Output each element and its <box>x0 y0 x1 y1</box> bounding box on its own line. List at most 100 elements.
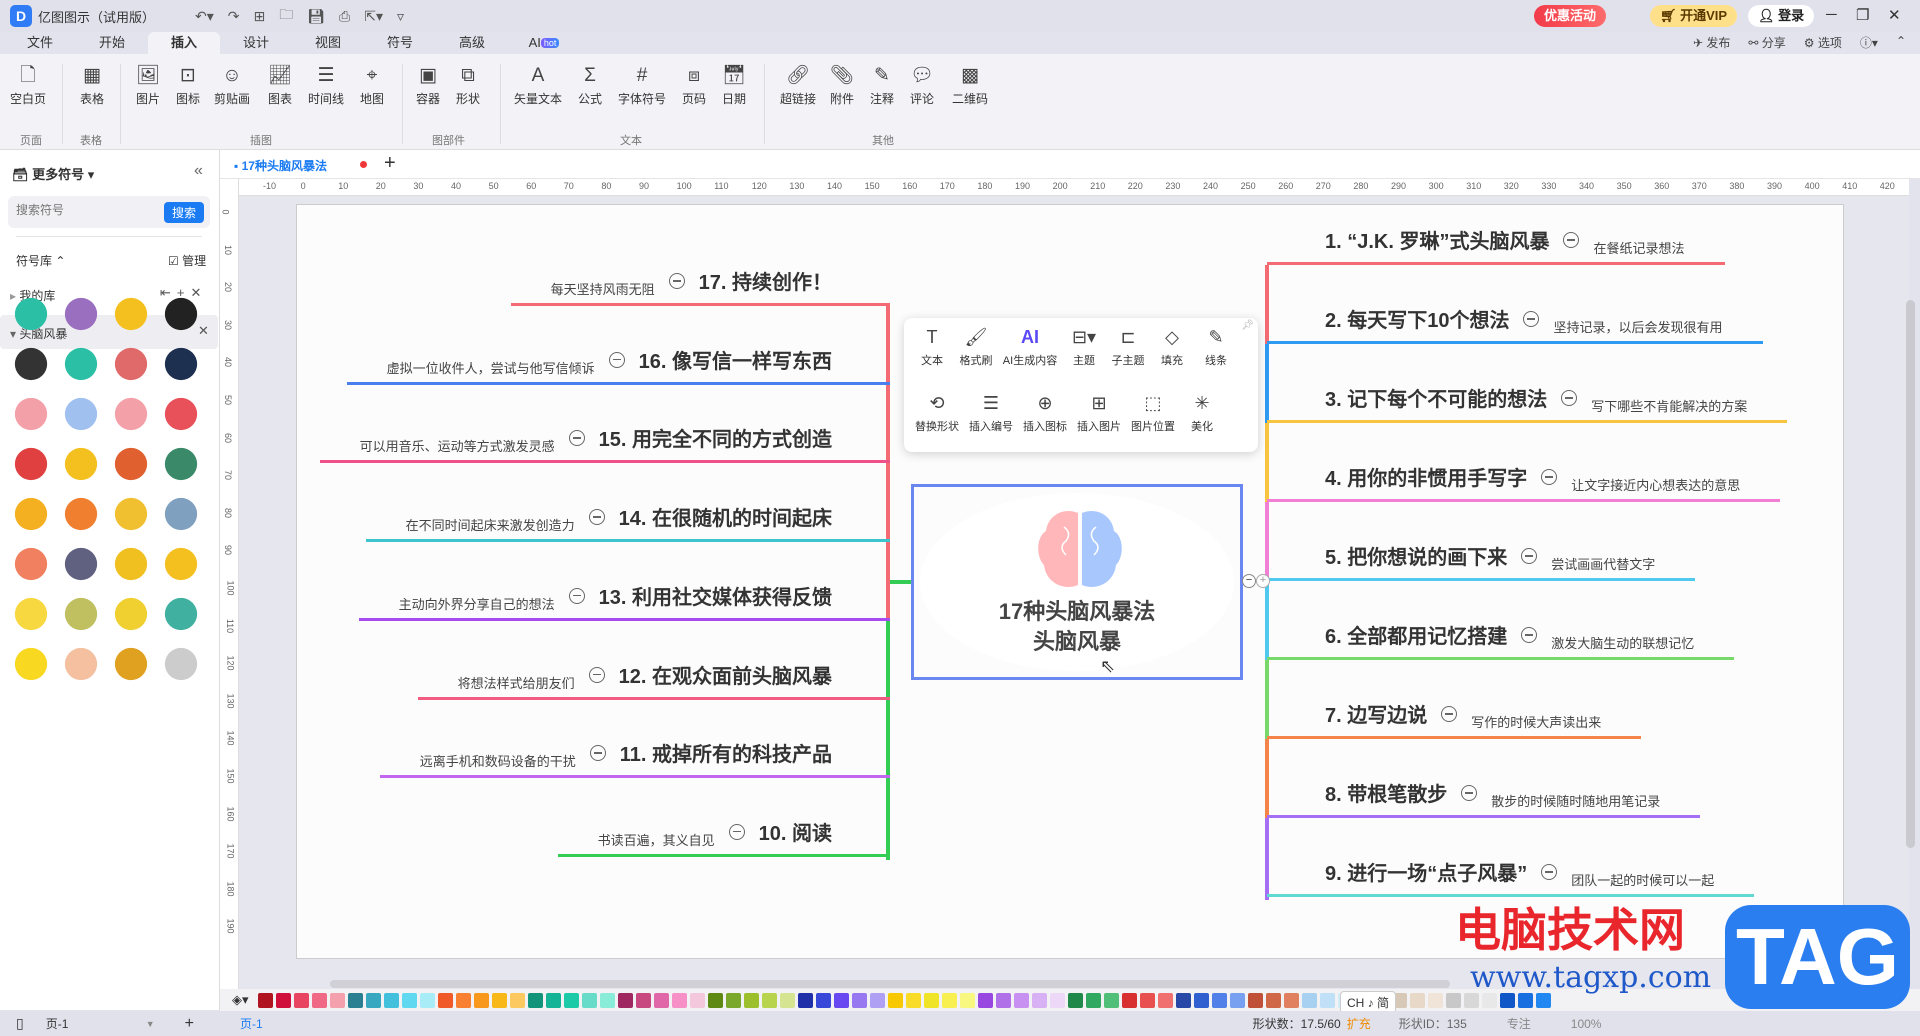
tab-file[interactable]: 文件 <box>26 35 53 50</box>
date-button[interactable]: 📅︎日期 <box>712 62 756 107</box>
color-swatch[interactable] <box>1121 992 1137 1008</box>
color-swatch[interactable] <box>1409 992 1425 1008</box>
restore-icon[interactable]: ❐ <box>1856 7 1870 24</box>
paper-icon[interactable] <box>164 497 198 531</box>
close-icon[interactable]: ✕ <box>1888 7 1901 24</box>
collapse-icon[interactable] <box>588 666 605 683</box>
bulb-icon[interactable] <box>14 647 48 681</box>
tab-view[interactable]: 视图 <box>314 35 341 50</box>
numbering-button[interactable]: ☰插入编号 <box>964 390 1018 448</box>
color-swatch[interactable] <box>851 992 867 1008</box>
vertical-scrollbar[interactable] <box>1906 300 1915 848</box>
dark-head-icon[interactable] <box>164 297 198 331</box>
shape-button[interactable]: ⧉形状 <box>446 62 490 107</box>
color-swatch[interactable] <box>527 992 543 1008</box>
collapse-icon[interactable] <box>568 430 585 447</box>
tab-advanced[interactable]: 高级 <box>458 35 485 50</box>
chat-bubble-icon[interactable] <box>14 497 48 531</box>
expand-icon[interactable]: + <box>1256 574 1270 588</box>
color-swatch[interactable] <box>1049 992 1065 1008</box>
topic-node[interactable]: 9. 进行一场“点子风暴”团队一起的时候可以一起 <box>1267 857 1755 897</box>
fill-bucket-icon[interactable]: ◈▾ <box>232 992 249 1007</box>
notepad-icon[interactable] <box>114 547 148 581</box>
color-swatch[interactable] <box>923 992 939 1008</box>
color-swatch[interactable] <box>293 992 309 1008</box>
collapse-icon[interactable] <box>1563 232 1580 248</box>
color-swatch[interactable] <box>329 992 345 1008</box>
tab-start[interactable]: 开始 <box>98 35 125 50</box>
color-swatch[interactable] <box>761 992 777 1008</box>
collapse-icon[interactable] <box>608 351 625 368</box>
pink-brain-icon[interactable] <box>14 397 48 431</box>
checklist-icon[interactable] <box>14 547 48 581</box>
clipart-button[interactable]: ☺剪贴画 <box>210 62 254 107</box>
blank-page-button[interactable]: 🗋空白页 <box>6 62 50 107</box>
color-swatch[interactable] <box>1157 992 1173 1008</box>
options-button[interactable]: ⚙ 选项 <box>1803 36 1842 50</box>
vip-button[interactable]: 🛒︎ 开通VIP <box>1650 5 1738 27</box>
color-swatch[interactable] <box>671 992 687 1008</box>
collapse-icon[interactable] <box>1541 469 1558 485</box>
bulb-icon[interactable] <box>14 597 48 631</box>
collapse-icon[interactable] <box>728 823 745 840</box>
collapse-icon[interactable] <box>588 509 605 526</box>
table-button[interactable]: ▦表格 <box>70 62 114 107</box>
writing-icon[interactable] <box>64 547 98 581</box>
note-button[interactable]: ✎注释 <box>860 62 904 107</box>
color-swatch[interactable] <box>815 992 831 1008</box>
timeline-button[interactable]: ☰时间线 <box>304 62 348 107</box>
color-swatch[interactable] <box>1445 992 1461 1008</box>
pin-icon[interactable] <box>64 647 98 681</box>
topic-node[interactable]: 14. 在很随机的时间起床在不同时间起床来激发创造力 <box>365 502 890 543</box>
publish-button[interactable]: ✈︎ 发布 <box>1692 36 1731 50</box>
lightbulb-head-icon[interactable] <box>14 297 48 331</box>
color-swatch[interactable] <box>347 992 363 1008</box>
color-swatch[interactable] <box>1229 992 1245 1008</box>
color-swatch[interactable] <box>1463 992 1479 1008</box>
qrcode-button[interactable]: ▩二维码 <box>946 62 994 107</box>
color-swatch[interactable] <box>401 992 417 1008</box>
customize-icon[interactable]: ▿ <box>397 7 405 24</box>
collapse-icon[interactable] <box>1441 706 1458 722</box>
collapse-icon[interactable] <box>1523 311 1540 327</box>
tab-insert[interactable]: 插入 <box>148 32 220 54</box>
search-button[interactable]: 搜索 <box>163 202 204 223</box>
topic-node[interactable]: 8. 带根笔散步散步的时候随时随地用笔记录 <box>1267 778 1701 818</box>
icon-button[interactable]: ⊡图标 <box>166 62 210 107</box>
subtopic-button[interactable]: ⊏子主题 <box>1106 324 1150 382</box>
collapse-icon[interactable] <box>1541 864 1558 880</box>
color-swatch[interactable] <box>1031 992 1047 1008</box>
color-swatch[interactable] <box>833 992 849 1008</box>
collapse-icon[interactable] <box>568 587 585 604</box>
color-swatch[interactable] <box>959 992 975 1008</box>
container-button[interactable]: ▣容器 <box>406 62 450 107</box>
color-swatch[interactable] <box>869 992 885 1008</box>
color-swatch[interactable] <box>1499 992 1515 1008</box>
page-view-icon[interactable]: ▯ <box>16 1015 24 1031</box>
color-swatch[interactable] <box>977 992 993 1008</box>
color-swatch[interactable] <box>905 992 921 1008</box>
color-swatch[interactable] <box>365 992 381 1008</box>
topic-node[interactable]: 11. 戒掉所有的科技产品远离手机和数码设备的干扰 <box>379 738 890 779</box>
gears-icon[interactable] <box>14 447 48 481</box>
login-button[interactable]: 👤︎ 登录 <box>1748 5 1815 27</box>
page-select[interactable]: 页-1 <box>45 1017 69 1031</box>
color-swatch[interactable] <box>509 992 525 1008</box>
color-swatch[interactable] <box>617 992 633 1008</box>
color-swatch[interactable] <box>653 992 669 1008</box>
collapse-icon[interactable] <box>1521 627 1538 643</box>
color-swatch[interactable] <box>1319 992 1335 1008</box>
minimize-icon[interactable]: ─ <box>1826 6 1837 23</box>
topic-node[interactable]: 6. 全部都用记忆搭建激发大脑生动的联想记忆 <box>1267 620 1735 660</box>
color-swatch[interactable] <box>581 992 597 1008</box>
color-swatch[interactable] <box>473 992 489 1008</box>
zoom-level[interactable]: 100% <box>1570 1016 1602 1031</box>
color-swatch[interactable] <box>1067 992 1083 1008</box>
brain-silhouette-icon[interactable] <box>164 347 198 381</box>
focus-mode[interactable]: 专注 <box>1506 1017 1531 1031</box>
